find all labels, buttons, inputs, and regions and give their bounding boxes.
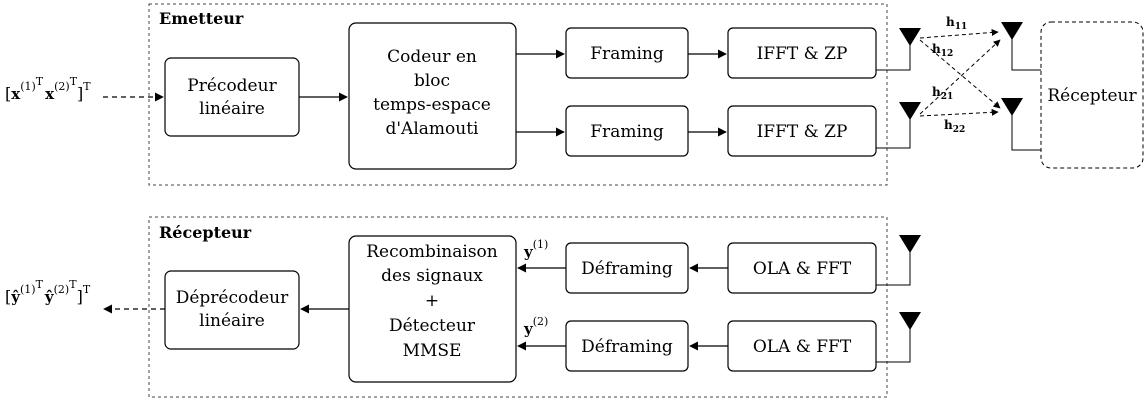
deprecoder-block: Déprécodeur linéaire — [164, 270, 300, 350]
antenna-icon — [1001, 22, 1023, 40]
label-y1: y(1) — [523, 238, 548, 261]
ola-fft-block-2: OLA & FFT — [727, 320, 877, 372]
recombine-detector-block: Recombinaison des signaux + Détecteur MM… — [348, 235, 517, 383]
svg-text:Précodeur: Précodeur — [187, 76, 277, 96]
antenna-icon — [1001, 98, 1023, 116]
transmitter-title: Emetteur — [159, 9, 244, 28]
receiver-section: Récepteur [ŷ(1)Tŷ(2)T]T Déprécodeur liné… — [5, 216, 921, 398]
svg-text:Détecteur: Détecteur — [389, 316, 476, 336]
transmitter-group-frame — [148, 3, 888, 186]
svg-text:Framing: Framing — [590, 44, 664, 64]
channel-label-h11: h11 — [946, 15, 967, 32]
svg-text:MMSE: MMSE — [403, 341, 462, 361]
svg-text:Framing: Framing — [590, 122, 664, 142]
svg-text:OLA & FFT: OLA & FFT — [753, 259, 852, 279]
channel-link-h11 — [919, 28, 999, 39]
svg-text:linéaire: linéaire — [199, 99, 265, 119]
channel-link-h12 — [919, 39, 1001, 109]
antenna-icon — [899, 28, 921, 46]
antenna-icon — [899, 102, 921, 120]
channel-link-h22 — [919, 108, 999, 117]
transmitter-input-label: [x(1)Tx(2)T]T — [5, 75, 91, 103]
channel-label-h21: h21 — [932, 85, 953, 102]
label-y2: y(2) — [523, 315, 548, 338]
precoder-block: Précodeur linéaire — [164, 57, 300, 137]
channel-label-h22: h22 — [944, 118, 965, 135]
svg-text:IFFT & ZP: IFFT & ZP — [757, 122, 848, 142]
channel-section: h11 h12 h21 h22 Récepteur — [919, 15, 1144, 169]
receiver-output-label: [ŷ(1)Tŷ(2)T]T — [5, 278, 91, 306]
channel-label-h12: h12 — [932, 42, 953, 59]
svg-text:OLA & FFT: OLA & FFT — [753, 337, 852, 357]
deframing-block-2: Déframing — [565, 320, 689, 372]
svg-text:bloc: bloc — [414, 71, 450, 91]
ifft-zp-block-1: IFFT & ZP — [727, 27, 877, 79]
ifft-zp-block-2: IFFT & ZP — [727, 105, 877, 157]
svg-text:Déprécodeur: Déprécodeur — [176, 288, 289, 308]
receiver-antenna-2 — [876, 312, 921, 363]
receiver-box-dashed — [1040, 21, 1144, 169]
tx-antenna-1 — [876, 28, 921, 71]
alamouti-coder-block: Codeur en bloc temps-espace d'Alamouti — [348, 22, 517, 170]
rx-antenna-2 — [1001, 98, 1041, 151]
svg-text:Déframing: Déframing — [581, 259, 673, 279]
svg-text:Déframing: Déframing — [581, 337, 673, 357]
receiver-group-frame — [148, 216, 888, 398]
receiver-box-label: Récepteur — [1047, 86, 1137, 106]
deframing-block-1: Déframing — [565, 242, 689, 294]
framing-block-1: Framing — [565, 27, 689, 79]
framing-block-2: Framing — [565, 105, 689, 157]
antenna-icon — [899, 312, 921, 330]
rx-antenna-1 — [1001, 22, 1041, 71]
svg-text:+: + — [425, 291, 439, 311]
svg-text:Codeur en: Codeur en — [387, 47, 477, 67]
svg-text:temps-espace: temps-espace — [373, 95, 491, 115]
svg-text:Recombinaison: Recombinaison — [366, 242, 498, 262]
antenna-icon — [899, 235, 921, 253]
svg-text:d'Alamouti: d'Alamouti — [386, 119, 480, 139]
ola-fft-block-1: OLA & FFT — [727, 242, 877, 294]
tx-antenna-2 — [876, 102, 921, 149]
receiver-title: Récepteur — [159, 223, 252, 242]
svg-text:linéaire: linéaire — [199, 311, 265, 331]
svg-text:IFFT & ZP: IFFT & ZP — [757, 44, 848, 64]
receiver-antenna-1 — [876, 235, 921, 286]
svg-text:des signaux: des signaux — [381, 266, 483, 286]
transmitter-section: Emetteur [x(1)Tx(2)T]T Précodeur linéair… — [5, 3, 921, 186]
